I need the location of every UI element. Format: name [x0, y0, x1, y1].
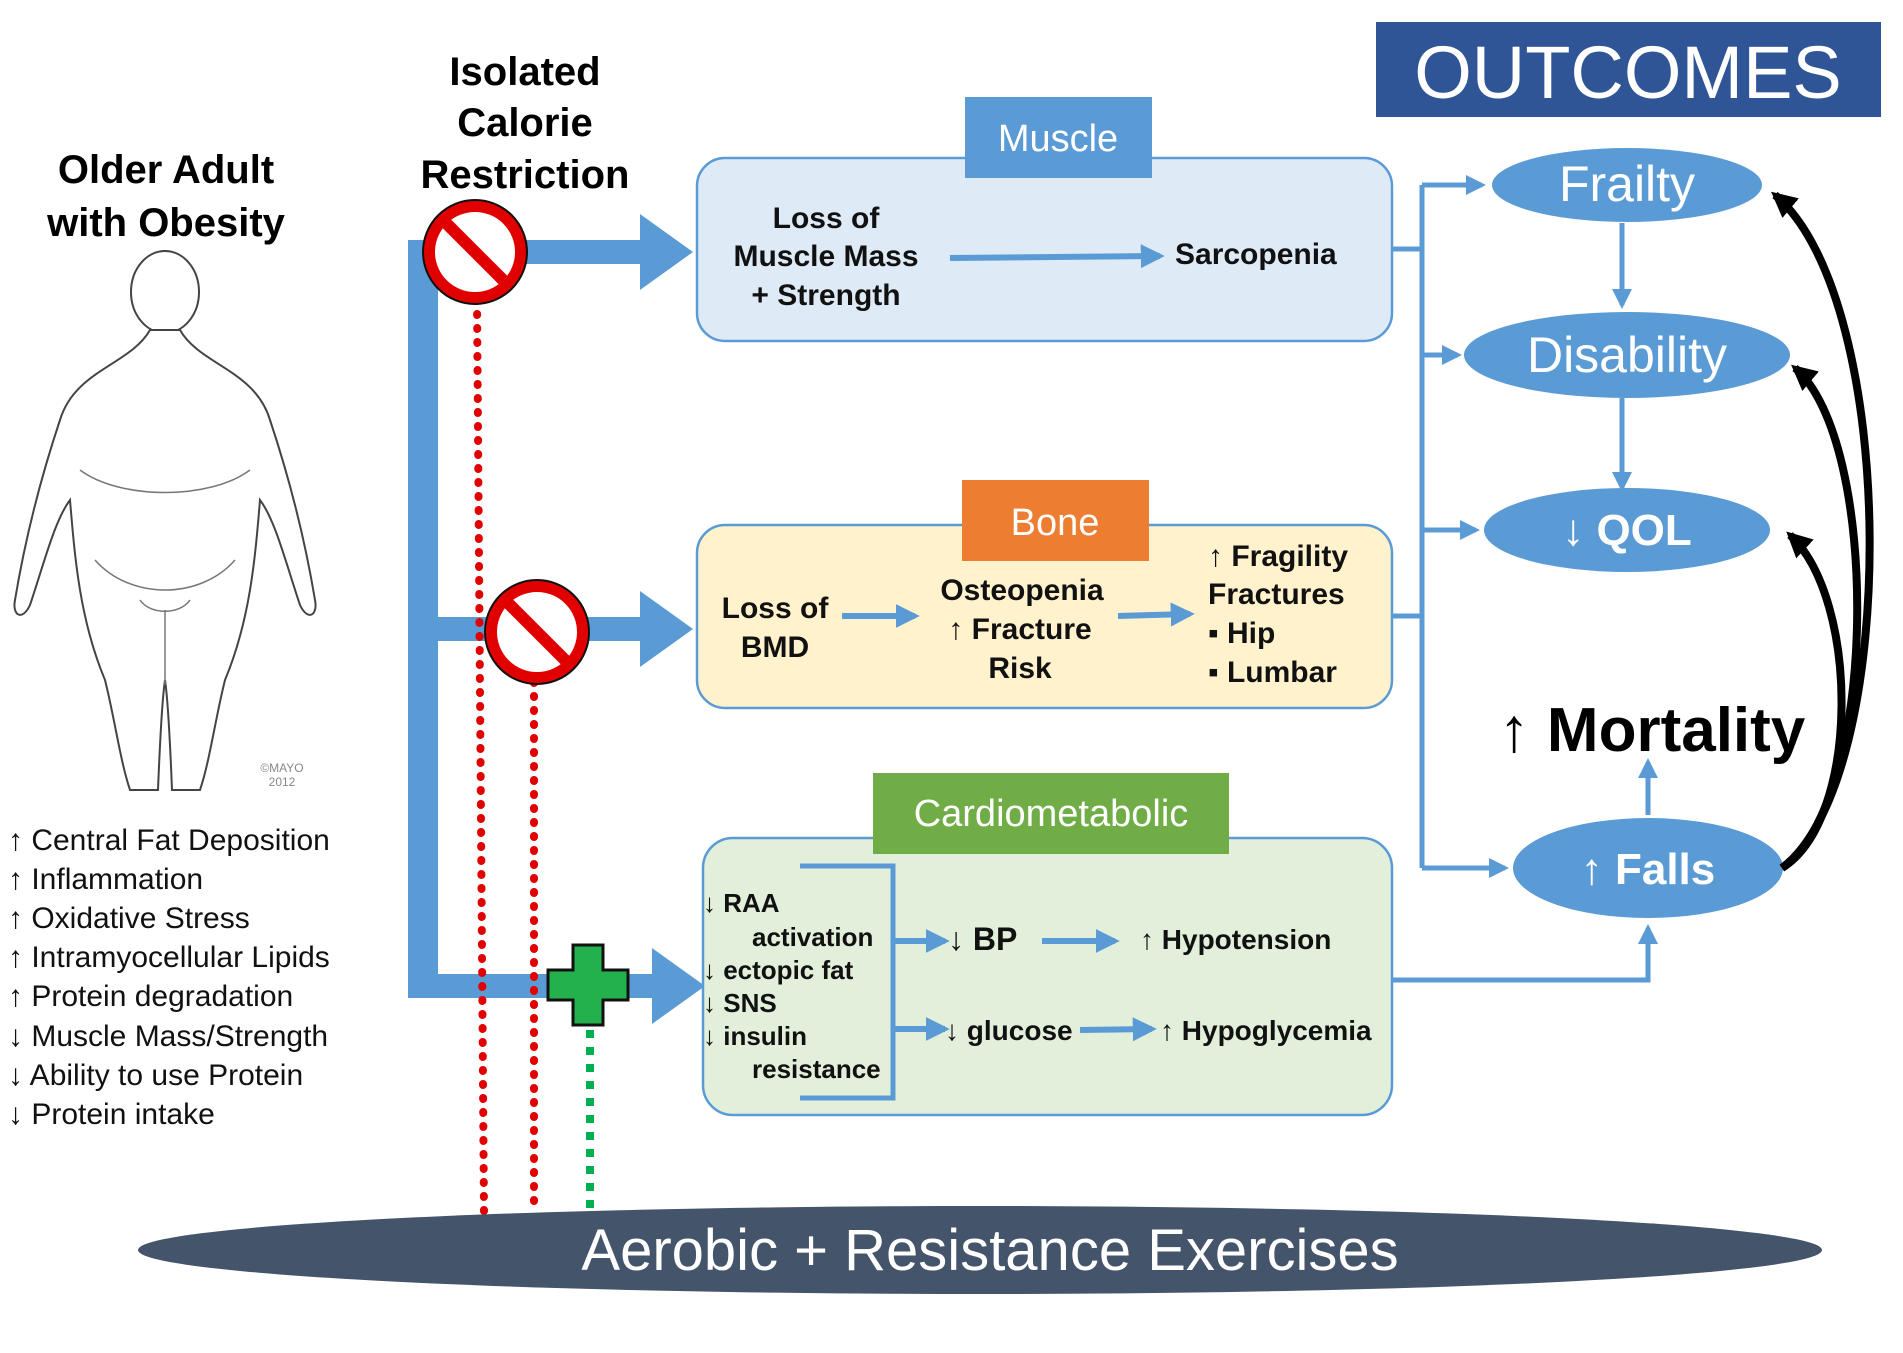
- cardio-glucose: ↓ glucose: [945, 1015, 1073, 1046]
- muscle-result: Sarcopenia: [1175, 238, 1337, 271]
- outcomes-banner: [1376, 22, 1881, 117]
- muscle-header: [965, 97, 1152, 178]
- watermark-line-2: 2012: [269, 775, 296, 789]
- subject-line-2: with Obesity: [46, 201, 286, 245]
- cardio-hypoglycemia: ↑ Hypoglycemia: [1160, 1015, 1372, 1046]
- bone-frac-line-4: ▪ Lumbar: [1208, 656, 1337, 689]
- risk-factor-item: ↑ Protein degradation: [8, 980, 293, 1013]
- cardio-line-5: ↓ insulin: [703, 1021, 807, 1051]
- risk-factor-list: ↑ Central Fat Deposition ↑ Inflammation …: [8, 824, 330, 1131]
- no-sign-icon: [422, 199, 528, 305]
- subject-line-1: Older Adult: [58, 148, 274, 192]
- intervention-line-3: Restriction: [421, 153, 630, 197]
- cardio-line-6: resistance: [752, 1054, 881, 1084]
- bone-title: Bone: [1011, 502, 1100, 544]
- bone-loss-line-2: BMD: [741, 631, 809, 664]
- cardio-bracket: [800, 863, 896, 1101]
- cardio-line-2: activation: [752, 922, 873, 952]
- outcome-connectors: [1392, 175, 1658, 983]
- bone-frac-line-1: ↑ Fragility: [1208, 540, 1348, 573]
- plus-icon: [546, 943, 630, 1027]
- arrow-sarcopenia: [949, 244, 1165, 269]
- muscle-title: Muscle: [998, 118, 1118, 160]
- cardio-title: Cardiometabolic: [914, 793, 1189, 835]
- arrow-fractures: [1117, 602, 1195, 627]
- cardio-line-1: ↓ RAA: [703, 888, 780, 918]
- falls-feedback-arrows: [1771, 191, 1874, 872]
- cardio-bp: ↓ BP: [948, 921, 1017, 957]
- exercise-base: [138, 1206, 1822, 1294]
- bone-mid-line-2: ↑ Fracture: [948, 613, 1091, 646]
- cardio-hypotension: ↑ Hypotension: [1140, 924, 1331, 955]
- cardio-line-3: ↓ ectopic fat: [703, 955, 854, 985]
- bone-mid-line-3: Risk: [988, 652, 1052, 685]
- outcome-frailty-label: Frailty: [1559, 156, 1695, 212]
- risk-factor-item: ↑ Inflammation: [8, 863, 203, 896]
- bone-loss-line-1: Loss of: [722, 592, 830, 625]
- no-sign-icon: [484, 579, 590, 685]
- outcome-falls: [1513, 818, 1783, 918]
- arrow-hypoglycemia: [1079, 1017, 1157, 1042]
- body-silhouette-illustration: [13, 250, 317, 791]
- dotted-line-muscle: [473, 296, 488, 1216]
- intervention-line-1: Isolated: [449, 50, 600, 94]
- outcome-qol-label: ↓ QOL: [1562, 506, 1692, 555]
- outcome-disability: [1464, 312, 1790, 398]
- risk-factor-item: ↓ Ability to use Protein: [8, 1059, 303, 1092]
- outcome-falls-label: ↑ Falls: [1581, 845, 1716, 894]
- bone-frac-line-3: ▪ Hip: [1208, 617, 1275, 650]
- muscle-loss-line-1: Loss of: [773, 202, 881, 235]
- risk-factor-item: ↑ Intramyocellular Lipids: [8, 941, 330, 974]
- bone-header: [962, 480, 1149, 561]
- bone-frac-line-2: Fractures: [1208, 578, 1345, 611]
- outcome-frailty: [1492, 148, 1762, 222]
- watermark-line-1: ©MAYO: [260, 761, 303, 775]
- outcome-mortality: ↑ Mortality: [1499, 696, 1806, 765]
- outcome-disability-label: Disability: [1527, 327, 1727, 383]
- exercise-label: Aerobic + Resistance Exercises: [581, 1218, 1398, 1283]
- intervention-line-2: Calorie: [457, 101, 593, 145]
- muscle-loss-line-3: + Strength: [751, 279, 900, 312]
- risk-factor-item: ↓ Protein intake: [8, 1098, 215, 1131]
- risk-factor-item: ↑ Oxidative Stress: [8, 902, 250, 935]
- risk-factor-item: ↑ Central Fat Deposition: [8, 824, 330, 857]
- muscle-loss-line-2: Muscle Mass: [733, 240, 918, 273]
- risk-factor-item: ↓ Muscle Mass/Strength: [8, 1020, 328, 1053]
- bone-mid-line-1: Osteopenia: [940, 574, 1104, 607]
- outcome-qol: [1484, 488, 1770, 572]
- cardio-header: [873, 773, 1229, 854]
- cardio-line-4: ↓ SNS: [703, 988, 777, 1018]
- outcomes-title: OUTCOMES: [1414, 31, 1842, 114]
